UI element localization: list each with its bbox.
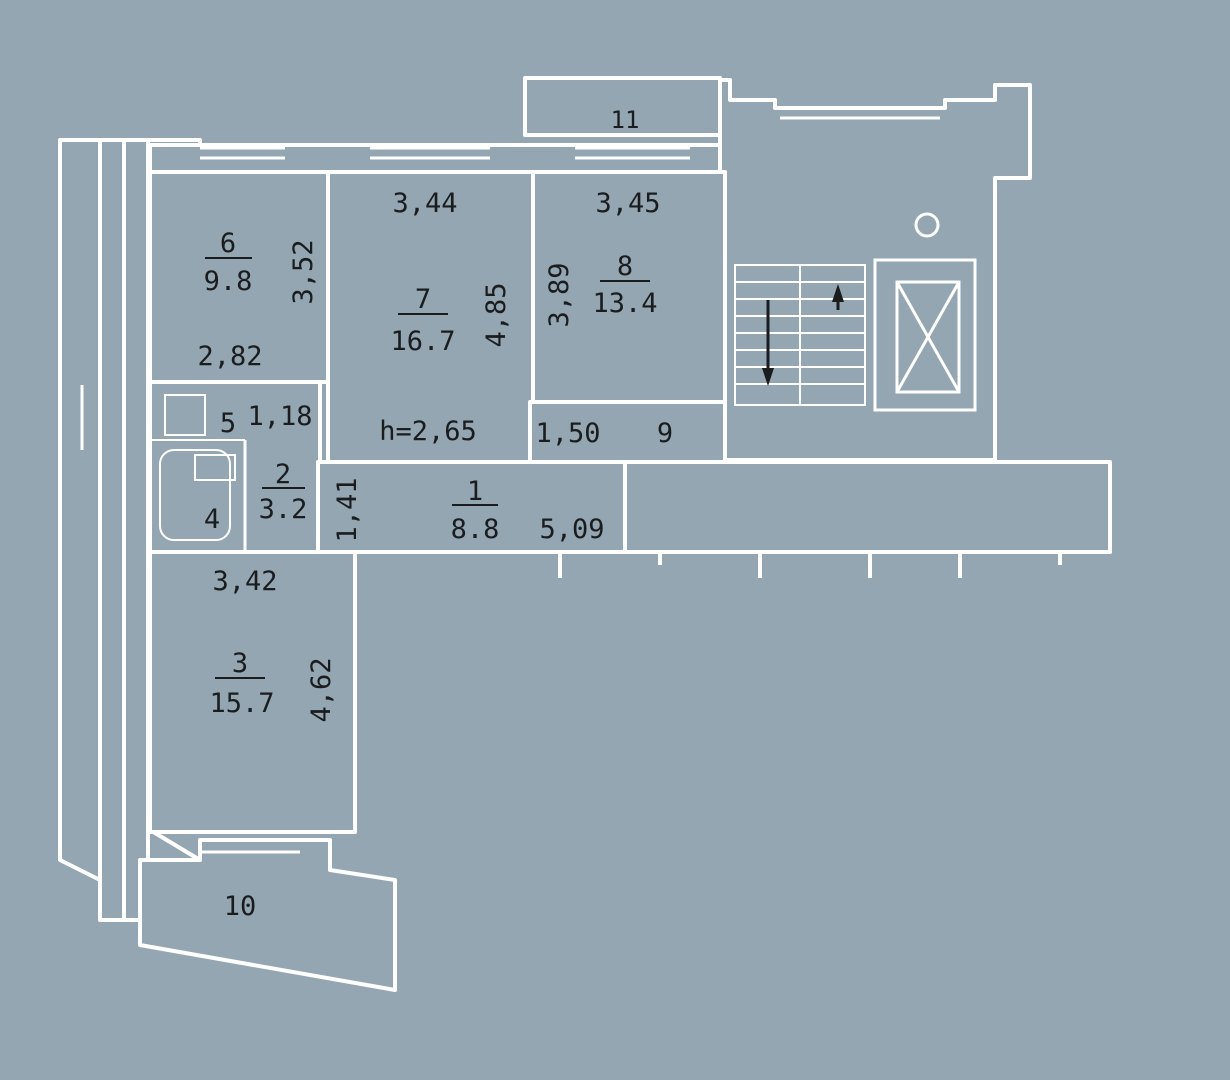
room-dim-length: 4,85 <box>481 282 512 347</box>
room-dim-width: 1,18 <box>247 401 312 432</box>
room-number: 11 <box>611 106 640 134</box>
toilet-icon <box>150 394 245 441</box>
room-number: 6 <box>220 228 236 259</box>
bathtub-icon <box>159 449 231 541</box>
room-area: 16.7 <box>390 326 455 357</box>
sink-icon <box>194 454 236 481</box>
room-number: 5 <box>220 408 236 439</box>
room-9-label: 1,50 9 <box>535 418 673 449</box>
room-number: 10 <box>224 891 257 922</box>
room-number: 7 <box>415 284 431 315</box>
garbage-chute-icon <box>914 212 940 238</box>
room-3-label: 3,42 3 15.7 4,62 <box>209 566 337 723</box>
room-area: 3.2 <box>259 494 308 525</box>
room-area: 8.8 <box>451 514 500 545</box>
room-area: 13.4 <box>592 288 657 319</box>
room-dim-length: 3,89 <box>544 262 575 327</box>
room-area: 9.8 <box>204 266 253 297</box>
room-dim-width: 2,82 <box>197 341 262 372</box>
room-dim-width: 3,44 <box>392 188 457 219</box>
windows <box>58 106 940 854</box>
room-10-label: 10 <box>224 891 257 922</box>
room-2-label: 2 3.2 <box>259 459 308 525</box>
room-dim-length: 4,62 <box>306 657 337 722</box>
room-dim-length: 3,52 <box>288 239 319 304</box>
room-dim-width: 3,42 <box>212 566 277 597</box>
room-number: 1 <box>467 476 483 507</box>
stairs-icon <box>734 264 866 406</box>
room-4-label: 4 <box>204 504 220 535</box>
walls <box>58 76 1112 992</box>
room-number: 2 <box>275 459 291 490</box>
room-number: 3 <box>232 648 248 679</box>
room-number: 9 <box>657 418 673 449</box>
room-11-label: 11 <box>611 106 640 134</box>
hallway-ticks <box>558 552 1062 578</box>
room-6-label: 6 9.8 2,82 3,52 <box>197 228 319 372</box>
room-5-label: 5 1,18 <box>220 401 313 439</box>
room-8-label: 3,45 8 13.4 3,89 <box>544 188 661 328</box>
room-number: 4 <box>204 504 220 535</box>
room-area: 15.7 <box>209 688 274 719</box>
room-dim-length: 5,09 <box>539 514 604 545</box>
room-1-label: 1,41 1 8.8 5,09 <box>332 476 605 545</box>
ceiling-height: h=2,65 <box>379 416 477 447</box>
room-dim-width: 1,50 <box>535 418 600 449</box>
elevator-icon <box>873 258 977 412</box>
room-dim-width: 3,45 <box>595 188 660 219</box>
room-dim-width: 1,41 <box>332 477 363 542</box>
room-number: 8 <box>617 251 633 282</box>
room-7-label: 3,44 7 16.7 4,85 h=2,65 <box>379 188 512 447</box>
